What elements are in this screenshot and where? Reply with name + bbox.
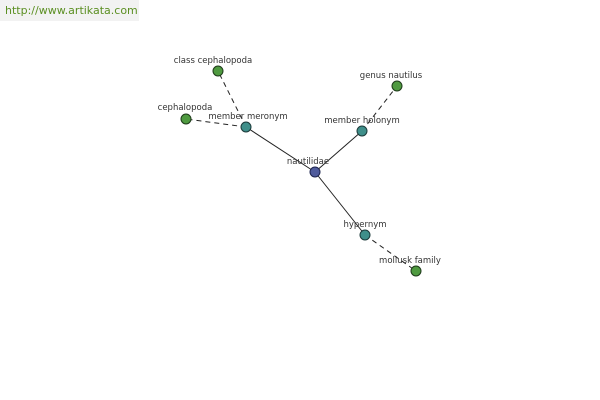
dot-class-cephalopoda[interactable] bbox=[212, 65, 224, 77]
node-cephalopoda[interactable]: cephalopoda bbox=[158, 103, 213, 125]
edge-member-meronym-cephalopoda bbox=[185, 118, 247, 128]
label-member-meronym: member meronym bbox=[208, 112, 287, 122]
node-hypernym[interactable]: hypernym bbox=[343, 220, 387, 241]
label-mollusk-family: mollusk family bbox=[379, 256, 441, 266]
dot-member-holonym[interactable] bbox=[356, 125, 368, 137]
label-cephalopoda: cephalopoda bbox=[158, 103, 213, 113]
edge-center-member-meronym bbox=[245, 126, 316, 173]
dot-nautilidae[interactable] bbox=[309, 166, 321, 178]
node-mollusk-family[interactable]: mollusk family bbox=[379, 256, 441, 277]
dot-member-meronym[interactable] bbox=[240, 121, 252, 133]
dot-genus-nautilus[interactable] bbox=[391, 80, 403, 92]
source-banner: http://www.artikata.com bbox=[0, 0, 139, 21]
dot-hypernym[interactable] bbox=[359, 229, 371, 241]
edge-center-member-holonym bbox=[314, 130, 363, 173]
label-member-holonym: member holonym bbox=[324, 116, 399, 126]
dot-mollusk-family[interactable] bbox=[410, 265, 422, 277]
edge-member-meronym-class-cephalopoda bbox=[217, 70, 247, 128]
dot-cephalopoda[interactable] bbox=[180, 113, 192, 125]
edge-hypernym-mollusk-family bbox=[364, 234, 417, 272]
node-nautilidae[interactable]: nautilidae bbox=[287, 157, 329, 178]
label-genus-nautilus: genus nautilus bbox=[360, 71, 423, 81]
node-class-cephalopoda[interactable]: class cephalopoda bbox=[174, 56, 252, 77]
node-member-holonym[interactable]: member holonym bbox=[324, 116, 400, 137]
edge-member-holonym-genus-nautilus bbox=[361, 85, 398, 132]
label-hypernym: hypernym bbox=[343, 220, 386, 230]
label-nautilidae: nautilidae bbox=[287, 157, 329, 167]
source-url-link[interactable]: http://www.artikata.com bbox=[5, 4, 138, 17]
node-genus-nautilus[interactable]: genus nautilus bbox=[360, 71, 423, 92]
label-class-cephalopoda: class cephalopoda bbox=[174, 56, 252, 66]
node-member-meronym[interactable]: member meronym bbox=[208, 112, 288, 133]
edge-center-hypernym bbox=[314, 171, 366, 236]
